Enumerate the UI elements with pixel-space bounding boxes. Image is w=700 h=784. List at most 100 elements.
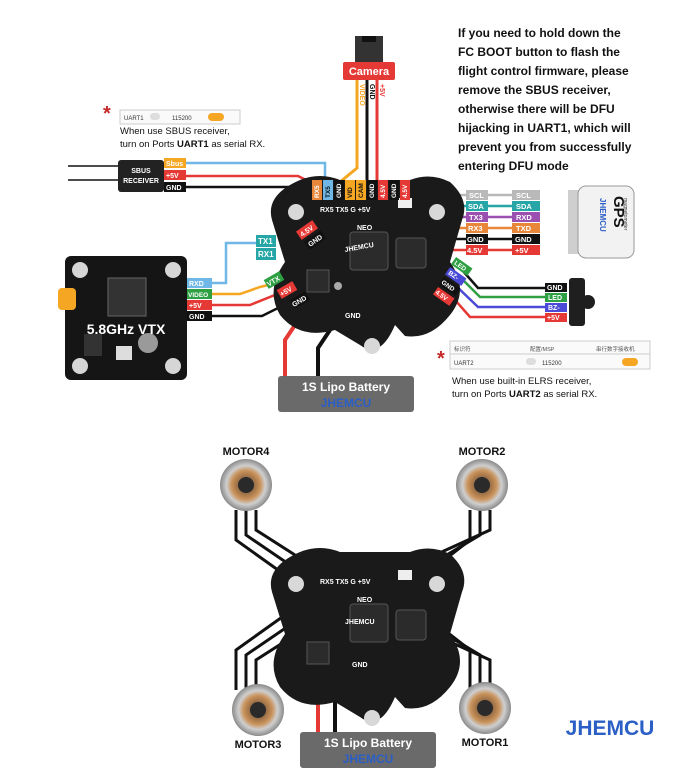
fc2-brand-label: JHEMCU [345, 619, 375, 626]
sbus-note-line2: turn on Ports UART1 as serial RX. [120, 138, 300, 151]
fc-pin-gnd-b: GND [369, 183, 376, 198]
camera-wires [339, 80, 379, 184]
camera-pin-video: VIDEO [358, 84, 365, 106]
boot-note: If you need to hold down the FC BOOT but… [458, 24, 688, 176]
boot-note-line: otherwise there will be DFU [458, 102, 615, 116]
fc-pin-sda: SDA [468, 202, 484, 211]
sbus-pin-5v: +5V [166, 173, 179, 180]
motor-1: MOTOR1 [459, 682, 511, 749]
ports-widget-uart2: 标识符 配置/MSP 串行数字接收机 UART2 115200 [449, 340, 651, 370]
uart2-col2: 配置/MSP [530, 346, 555, 353]
elrs-note-line2: turn on Ports UART2 as serial RX. [452, 388, 652, 401]
gps-pin-rxd: RXD [516, 213, 532, 222]
sbus-pin-gnd: GND [166, 185, 182, 192]
sbus-note-pre: turn on Ports [120, 139, 178, 150]
fc-neo-label: NEO [357, 225, 373, 232]
uart2-col1: 标识符 [454, 345, 471, 353]
gps-pin-gnd: GND [515, 235, 532, 244]
sbus-title-1: SBUS [131, 168, 151, 175]
flight-controller-bottom: RX5 TX5 G +5V NEO JHEMCU GND [270, 548, 465, 726]
fc2-rx-tx-label: RX5 TX5 G +5V [320, 579, 371, 586]
ports-widget-uart1: UART1 115200 [119, 109, 241, 125]
camera-pin-5v: +5V [378, 84, 385, 97]
fc-rx-tx-label: RX5 TX5 G +5V [320, 207, 371, 214]
camera-pin-gnd: GND [368, 84, 375, 100]
uart1-port: UART1 [124, 116, 144, 122]
fc-gnd-label: GND [345, 313, 361, 320]
gps-sub: magnetometer [622, 198, 628, 231]
boot-note-line: If you need to hold down the [458, 26, 621, 40]
flight-controller-top: RX5 TX5 G +5V NEO JHEMCU GND [270, 176, 465, 354]
fc-pin-gnd-a: GND [336, 183, 343, 198]
motor-3: MOTOR3 [232, 684, 284, 751]
fc-pin-tx1: TX1 [258, 237, 273, 246]
vtx-module: 5.8GHz VTX RXD VIDEO +5V GND [58, 256, 212, 380]
gps-pin-sda: SDA [516, 202, 532, 211]
boot-note-line: entering DFU mode [458, 159, 569, 173]
led-pin-led: LED [548, 295, 562, 302]
led-pin-5v: +5V [547, 315, 560, 322]
fc-pin-gps-4v5: 4.5V [467, 246, 482, 255]
motor2-label: MOTOR2 [459, 446, 506, 458]
fc-pin-4v5-a: 4.5V [380, 184, 387, 198]
fc-gps-pins: SCL SDA TX3 RX3 GND 4.5V [466, 190, 488, 255]
gps-brand: JHEMCU [598, 198, 607, 232]
motor-2: MOTOR2 [456, 446, 508, 511]
gps-pin-scl: SCL [516, 191, 531, 200]
elrs-note-pre: turn on Ports [452, 389, 510, 400]
sbus-note-bold: UART1 [177, 139, 209, 150]
fc-pin-tx5: TX5 [325, 186, 332, 198]
elrs-star-marker: * [437, 348, 445, 370]
boot-note-line: flight control firmware, please [458, 64, 629, 78]
fc-pin-rx1: RX1 [258, 250, 274, 259]
uart2-baud: 115200 [542, 361, 562, 367]
vtx-pin-video: VIDEO [188, 292, 208, 299]
boot-note-line: remove the SBUS receiver, [458, 83, 611, 97]
battery-bottom-label: 1S Lipo Battery [324, 736, 412, 750]
camera-module: Camera VIDEO GND +5V [343, 36, 395, 106]
elrs-note-bold: UART2 [509, 389, 541, 400]
sbus-star-marker: * [103, 103, 111, 125]
fc-pin-vid: VID [347, 187, 354, 198]
led-buzzer-module: GND LED BZ- +5V [545, 278, 595, 326]
motor-4: MOTOR4 [220, 446, 272, 511]
uart2-col3: 串行数字接收机 [596, 345, 635, 353]
camera-label: Camera [349, 66, 390, 78]
fc2-gnd-label: GND [352, 662, 368, 669]
battery-top: 1S Lipo Battery JHEMCU [278, 376, 414, 412]
vtx-label: 5.8GHz VTX [87, 321, 166, 337]
fc-pin-gnd-c: GND [391, 183, 398, 198]
sbus-note-post: as serial RX. [208, 139, 266, 150]
vtx-pin-5v: +5V [189, 303, 202, 310]
fc-pin-rx3: RX3 [468, 224, 483, 233]
gps-label: GPS [610, 196, 627, 228]
fc-pin-gps-gnd: GND [467, 235, 484, 244]
boot-note-line: hijacking in UART1, which will [458, 121, 631, 135]
battery-bottom-brand: JHEMCU [343, 752, 394, 766]
elrs-note-post: as serial RX. [540, 389, 598, 400]
vtx-pin-gnd: GND [189, 314, 205, 321]
fc-pin-bz: BZ- [447, 270, 460, 282]
motor4-label: MOTOR4 [223, 446, 271, 458]
elrs-note: When use built-in ELRS receiver, turn on… [452, 375, 652, 401]
sbus-receiver: SBUS RECEIVER Sbus +5V GND [118, 158, 186, 192]
fc-pin-scl: SCL [469, 191, 484, 200]
vtx-pin-rxd: RXD [189, 281, 204, 288]
gps-pin-5v: +5V [515, 246, 529, 255]
fc-pin-rx5: RX5 [314, 185, 321, 198]
fc-top-pins: RX5 TX5 GND VID CAM GND 4.5V GND 4.5V [312, 180, 410, 200]
battery-bottom: 1S Lipo Battery JHEMCU [300, 732, 436, 768]
led-pin-gnd: GND [547, 285, 563, 292]
motor1-label: MOTOR1 [462, 737, 509, 749]
fc-pin-cam: CAM [358, 183, 365, 198]
sbus-note: When use SBUS receiver, turn on Ports UA… [120, 125, 300, 151]
gps-module: GPS JHEMCU magnetometer SCL SDA RXD TXD … [512, 185, 635, 259]
fc2-neo-label: NEO [357, 597, 373, 604]
elrs-note-line1: When use built-in ELRS receiver, [452, 376, 592, 387]
battery-top-label: 1S Lipo Battery [302, 380, 390, 394]
motor3-label: MOTOR3 [235, 739, 282, 751]
boot-note-line: prevent you from successfully [458, 140, 632, 154]
uart2-port: UART2 [454, 361, 474, 367]
fc-pin-4v5-b: 4.5V [402, 184, 409, 198]
